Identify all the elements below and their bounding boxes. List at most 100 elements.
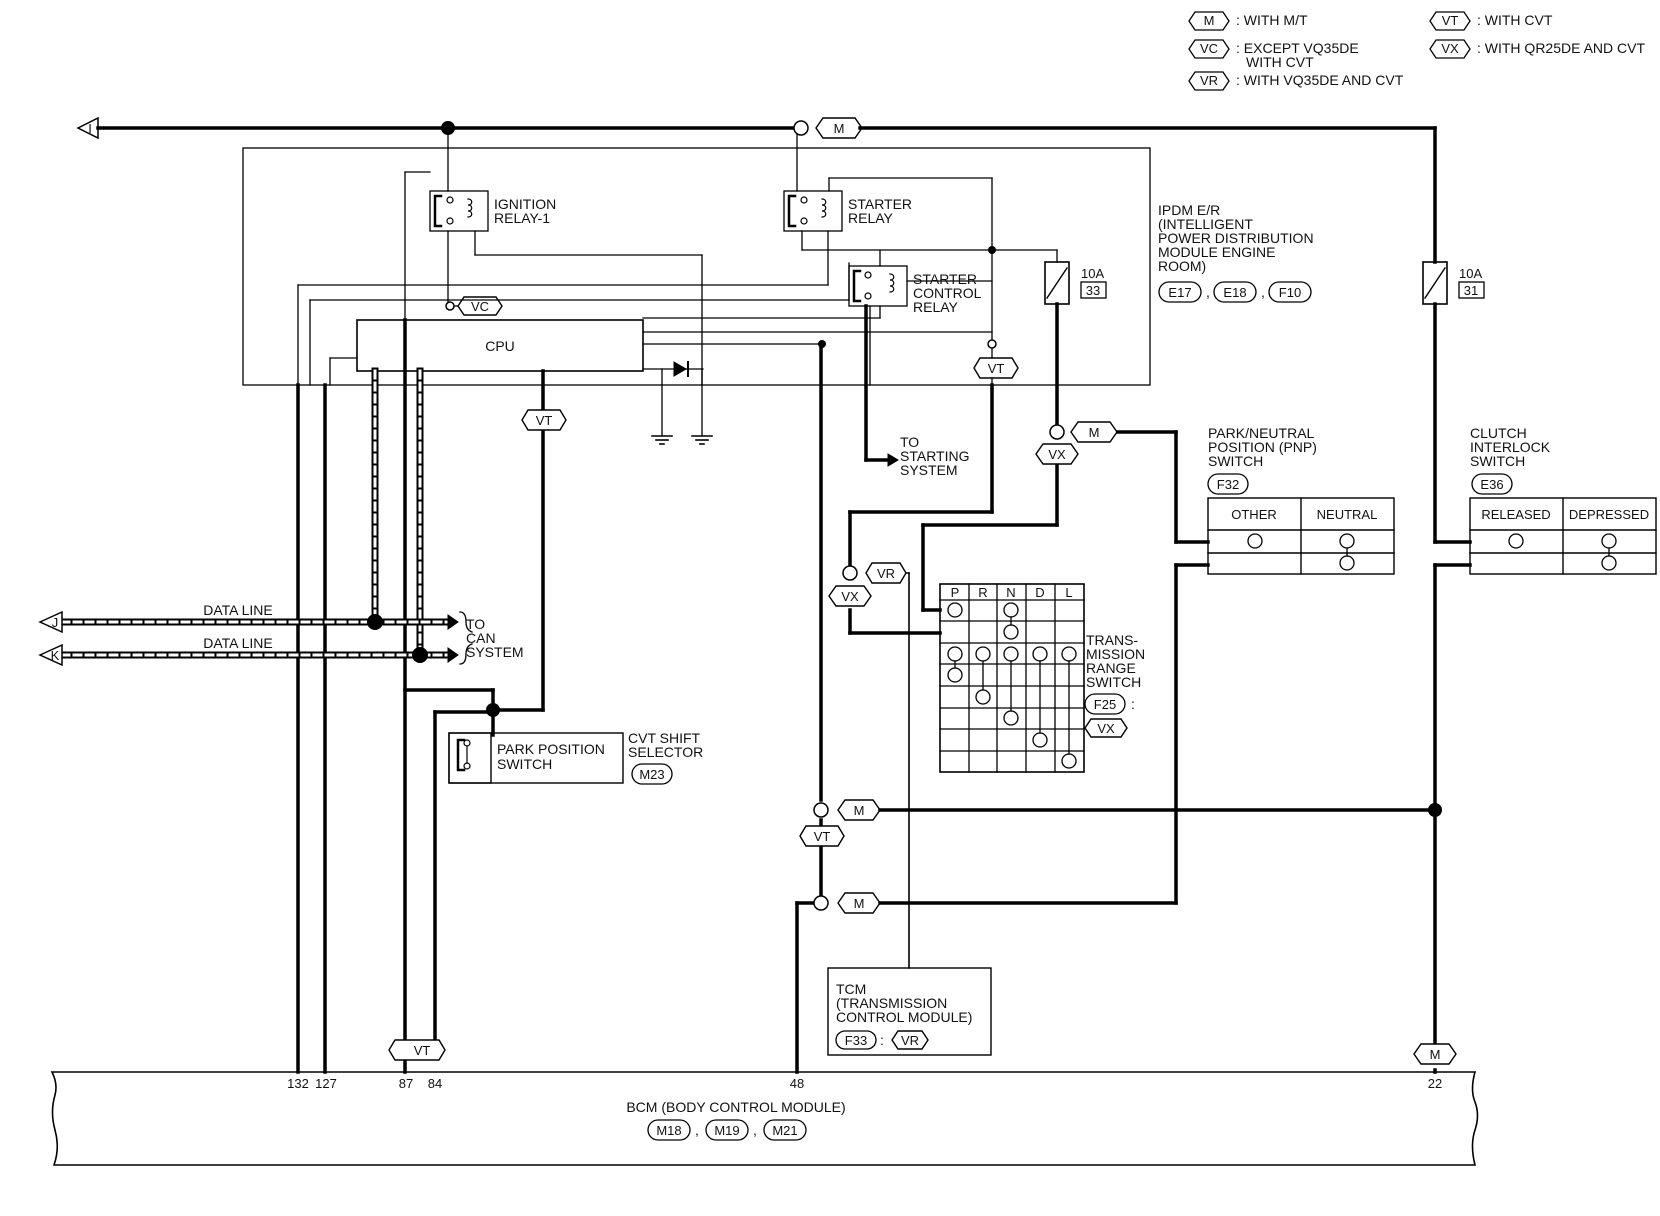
cpu-label: CPU bbox=[485, 338, 515, 354]
bcm-sep-2: , bbox=[753, 1122, 757, 1138]
ipdm-connector-2: E18 bbox=[1223, 285, 1246, 300]
connector-j-label: J bbox=[52, 615, 59, 630]
legend-code-m: M bbox=[1204, 13, 1215, 28]
starter-relay-label-1: STARTER bbox=[848, 196, 912, 212]
starter-relay bbox=[783, 190, 843, 232]
tag-vt-bcm: VT bbox=[414, 1043, 431, 1058]
legend-code-vr: VR bbox=[1200, 73, 1218, 88]
connector-k-label: K bbox=[51, 648, 60, 663]
connector-i-label: I bbox=[88, 121, 92, 136]
can-label-2: CAN bbox=[466, 630, 496, 646]
bcm-sep-1: , bbox=[695, 1122, 699, 1138]
clutch-label-3: SWITCH bbox=[1470, 453, 1525, 469]
ipdm-connector-3: F10 bbox=[1279, 285, 1301, 300]
tag-vr: VR bbox=[877, 566, 895, 581]
clutch-label-2: INTERLOCK bbox=[1470, 439, 1551, 455]
pin-87: 87 bbox=[399, 1076, 413, 1091]
legend-text-m: : WITH M/T bbox=[1236, 12, 1308, 28]
tag-m-top: M bbox=[834, 121, 845, 136]
pnp-connector: F32 bbox=[1217, 477, 1239, 492]
bcm-connector-3: M21 bbox=[772, 1123, 797, 1138]
trs-col-p: P bbox=[951, 585, 960, 600]
cvt-label-2: SELECTOR bbox=[628, 744, 703, 760]
bcm-connector-1: M18 bbox=[656, 1123, 681, 1138]
tcm-label-2: (TRANSMISSION bbox=[836, 995, 947, 1011]
legend-text-vx: : WITH QR25DE AND CVT bbox=[1477, 40, 1645, 56]
pin-48: 48 bbox=[790, 1076, 804, 1091]
tag-m-lower: M bbox=[854, 896, 865, 911]
pnp-col-neutral: NEUTRAL bbox=[1317, 507, 1378, 522]
cvt-connector: M23 bbox=[639, 767, 664, 782]
bcm-box bbox=[50, 1071, 1479, 1166]
ipdm-sub-2: POWER DISTRIBUTION bbox=[1158, 230, 1314, 246]
pin-22: 22 bbox=[1428, 1076, 1442, 1091]
starter-control-relay-label-1: STARTER bbox=[913, 271, 977, 287]
clutch-label-1: CLUTCH bbox=[1470, 425, 1527, 441]
legend-text-vr: : WITH VQ35DE AND CVT bbox=[1236, 72, 1404, 88]
ipdm-title: IPDM E/R bbox=[1158, 202, 1220, 218]
tag-vt-mid: VT bbox=[814, 829, 831, 844]
tag-m-pnp: M bbox=[1089, 425, 1100, 440]
tcm-box bbox=[827, 967, 992, 1056]
tcm-colon: : bbox=[880, 1032, 884, 1048]
pnp-label-1: PARK/NEUTRAL bbox=[1208, 425, 1315, 441]
pnp-label-2: POSITION (PNP) bbox=[1208, 439, 1317, 455]
legend-code-vt: VT bbox=[1442, 13, 1459, 28]
ignition-relay-label-1: IGNITION bbox=[494, 196, 556, 212]
can-label-3: SYSTEM bbox=[466, 644, 524, 660]
fuse-33-number: 33 bbox=[1086, 283, 1100, 298]
ipdm-sub-4: ROOM) bbox=[1158, 258, 1206, 274]
pnp-col-other: OTHER bbox=[1231, 507, 1277, 522]
park-label-2: SWITCH bbox=[497, 756, 552, 772]
fuse-33-amp: 10A bbox=[1081, 266, 1104, 281]
starting-label-1: TO bbox=[900, 434, 919, 450]
ipdm-sep-1: , bbox=[1206, 284, 1210, 300]
tag-vc: VC bbox=[471, 299, 489, 314]
pnp-label-3: SWITCH bbox=[1208, 453, 1263, 469]
trs-label-1: TRANS- bbox=[1086, 632, 1138, 648]
legend-code-vc: VC bbox=[1200, 41, 1218, 56]
clutch-connector: E36 bbox=[1480, 477, 1503, 492]
bcm-title: BCM (BODY CONTROL MODULE) bbox=[626, 1099, 845, 1115]
ipdm-sub-1: (INTELLIGENT bbox=[1158, 216, 1253, 232]
tag-vt-cpu: VT bbox=[536, 413, 553, 428]
clutch-col-released: RELEASED bbox=[1481, 507, 1550, 522]
legend-text-vt: : WITH CVT bbox=[1477, 12, 1553, 28]
ipdm-box bbox=[242, 147, 1151, 386]
park-label-1: PARK POSITION bbox=[497, 741, 605, 757]
data-line-label-2: DATA LINE bbox=[203, 635, 273, 651]
trs-label-2: MISSION bbox=[1086, 646, 1145, 662]
trs-label-4: SWITCH bbox=[1086, 674, 1141, 690]
tag-m-bcm: M bbox=[1430, 1047, 1441, 1062]
tag-vx-pnp: VX bbox=[1048, 447, 1066, 462]
pin-84: 84 bbox=[428, 1076, 442, 1091]
trs-variant: VX bbox=[1097, 721, 1115, 736]
fuse-31-number: 31 bbox=[1464, 283, 1478, 298]
trs-colon: : bbox=[1131, 696, 1135, 712]
trs-connector: F25 bbox=[1094, 697, 1116, 712]
fuse-31-amp: 10A bbox=[1459, 266, 1482, 281]
legend-code-vx: VX bbox=[1441, 41, 1459, 56]
starter-control-relay-label-3: RELAY bbox=[913, 299, 959, 315]
tcm-connector: F33 bbox=[845, 1033, 867, 1048]
bcm-connector-2: M19 bbox=[714, 1123, 739, 1138]
starting-label-3: SYSTEM bbox=[900, 462, 958, 478]
starting-label-2: STARTING bbox=[900, 448, 970, 464]
cpu-block bbox=[356, 319, 644, 372]
trs-grid bbox=[939, 583, 1085, 773]
ignition-relay-label-2: RELAY-1 bbox=[494, 210, 550, 226]
tcm-label-1: TCM bbox=[836, 981, 866, 997]
starter-control-relay-label-2: CONTROL bbox=[913, 285, 982, 301]
legend bbox=[1188, 11, 1471, 91]
starter-relay-label-2: RELAY bbox=[848, 210, 894, 226]
clutch-col-depressed: DEPRESSED bbox=[1569, 507, 1649, 522]
ipdm-connector-1: E17 bbox=[1168, 285, 1191, 300]
data-line-label-1: DATA LINE bbox=[203, 602, 273, 618]
tag-vt-starter: VT bbox=[988, 361, 1005, 376]
ignition-relay bbox=[429, 190, 489, 232]
tag-vx-trs: VX bbox=[841, 589, 859, 604]
tcm-label-3: CONTROL MODULE) bbox=[836, 1009, 972, 1025]
